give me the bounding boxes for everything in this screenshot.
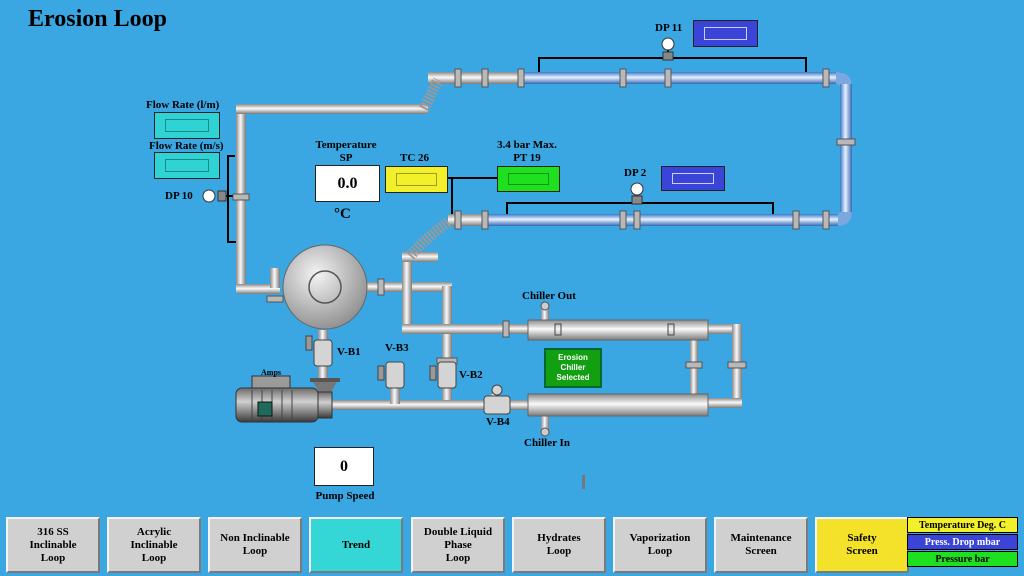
nav-label-line: Loop — [546, 545, 572, 557]
blue-pipes — [486, 72, 852, 226]
nav-label-line: Screen — [745, 545, 777, 557]
pt19-display[interactable] — [497, 166, 560, 192]
legend-pressure: Pressure bar — [907, 551, 1018, 567]
flow-rate-ms-display[interactable] — [154, 152, 220, 179]
temperature-sp-label-line2: SP — [339, 152, 353, 164]
legend-pressure-drop: Press. Drop mbar — [907, 534, 1018, 550]
nav-label-line: Loop — [445, 551, 471, 564]
nav-label-line: Hydrates — [537, 532, 581, 544]
nav-label-line: Loop — [40, 551, 66, 564]
chiller-in-label: Chiller In — [524, 437, 570, 449]
chiller-out-label: Chiller Out — [522, 290, 576, 302]
pump-speed-label: Pump Speed — [315, 490, 375, 502]
tc26-label: TC 26 — [400, 152, 430, 164]
temperature-sp-label-line1: Temperature — [315, 139, 377, 151]
indicator-mark — [582, 475, 585, 489]
pump-speed-input[interactable]: 0 — [314, 447, 374, 486]
flanges — [232, 68, 856, 369]
pump-motor-control[interactable] — [236, 376, 336, 422]
valves — [305, 335, 511, 415]
valve-vb4[interactable] — [482, 384, 512, 416]
nav-trend[interactable]: Trend — [309, 517, 403, 573]
nav-label-line: Non Inclinable — [220, 532, 290, 544]
nav-label-line: Inclinable — [29, 538, 77, 551]
chiller-selected-line1: Erosion — [558, 353, 588, 362]
flow-rate-lm-label: Flow Rate (l/m) — [146, 99, 220, 111]
nav-label-line: Vaporization — [629, 532, 691, 544]
valve-vb2-label: V-B2 — [459, 369, 483, 381]
valve-vb1[interactable] — [306, 336, 334, 368]
temperature-sp-input[interactable]: 0.0 — [315, 165, 380, 202]
nav-label-line: Loop — [141, 551, 167, 564]
temperature-unit: °C — [334, 206, 351, 222]
dp10-label: DP 10 — [165, 190, 193, 202]
nav-label-line: Maintenance — [730, 532, 792, 544]
tc26-display[interactable] — [385, 166, 448, 193]
nav-label-line: Inclinable — [130, 538, 178, 551]
nav-label-line: Safety — [847, 532, 877, 544]
valve-vb3[interactable] — [378, 360, 406, 390]
dp2-display[interactable] — [661, 166, 725, 191]
valve-vb4-label: V-B4 — [486, 416, 510, 428]
erosion-chiller-selected-button[interactable]: Erosion Chiller Selected — [544, 348, 602, 388]
amps-label: Amps — [261, 368, 282, 377]
chiller-selected-line2: Chiller — [560, 363, 586, 372]
chiller-units — [527, 301, 709, 437]
valve-vb3-label: V-B3 — [385, 342, 409, 354]
dp-transmitters — [202, 37, 675, 205]
dp11-label: DP 11 — [655, 22, 683, 34]
pt19-label-line2: PT 19 — [513, 152, 541, 164]
flow-rate-ms-label: Flow Rate (m/s) — [149, 140, 224, 152]
page-title: Erosion Loop — [28, 6, 167, 32]
chiller-selected-line3: Selected — [556, 373, 590, 382]
nav-label-line: Screen — [846, 545, 878, 557]
flow-rate-lm-display[interactable] — [154, 112, 220, 139]
nav-label-line: Loop — [647, 545, 673, 557]
nav-label-line: Phase — [444, 538, 472, 551]
nav-label-line: 316 SS — [37, 525, 69, 538]
pt19-label-line1: 3.4 bar Max. — [497, 139, 557, 151]
nav-label-line: Acrylic — [136, 525, 172, 538]
dp11-display[interactable] — [693, 20, 758, 47]
nav-label-line: Trend — [341, 538, 371, 551]
nav-label-line: Double Liquid — [423, 525, 493, 538]
valve-vb1-label: V-B1 — [337, 346, 361, 358]
nav-label-line: Loop — [242, 545, 268, 557]
legend-temperature: Temperature Deg. C — [907, 517, 1018, 533]
pump-casing — [282, 244, 368, 330]
valve-vb2[interactable] — [430, 360, 458, 390]
pump-motor — [235, 375, 340, 423]
dp2-label: DP 2 — [624, 167, 647, 179]
